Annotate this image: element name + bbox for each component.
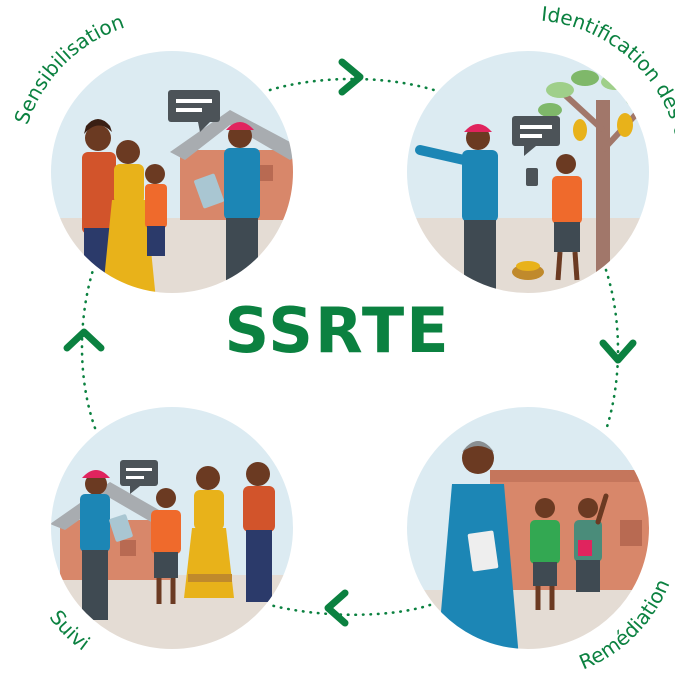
scene-frames [49, 49, 651, 651]
speech-bubble-icon [120, 460, 158, 494]
scene-suivi [50, 406, 294, 650]
connector-right [604, 268, 620, 432]
chevron-arrow-icon [324, 589, 349, 627]
field-agent [415, 124, 538, 294]
clipboard-icon [194, 173, 224, 209]
cycle-connectors [80, 77, 620, 616]
diagram-title: SSRTE [224, 294, 451, 367]
chevron-arrow-icon [599, 339, 637, 364]
school-building [490, 470, 650, 590]
phone-icon [526, 168, 538, 186]
chevron-arrow-icon [63, 328, 105, 352]
scene-identification [406, 50, 650, 294]
speech-bubble-icon [168, 90, 220, 132]
pupils [530, 493, 609, 610]
speech-bubble-icon [512, 116, 560, 156]
cycle-arrows [63, 58, 637, 627]
scene-sensibilisation [50, 50, 294, 294]
clipboard-icon [467, 530, 499, 572]
clipboard-icon [109, 514, 133, 542]
chevron-arrow-icon [338, 58, 364, 96]
cocoa-basket [512, 261, 544, 280]
child [552, 154, 582, 281]
family-group [151, 462, 275, 604]
field-agent [80, 470, 133, 620]
connector-bottom [268, 603, 432, 616]
teacher [436, 441, 520, 650]
connector-left [80, 268, 97, 430]
scene-remediation [406, 406, 650, 650]
